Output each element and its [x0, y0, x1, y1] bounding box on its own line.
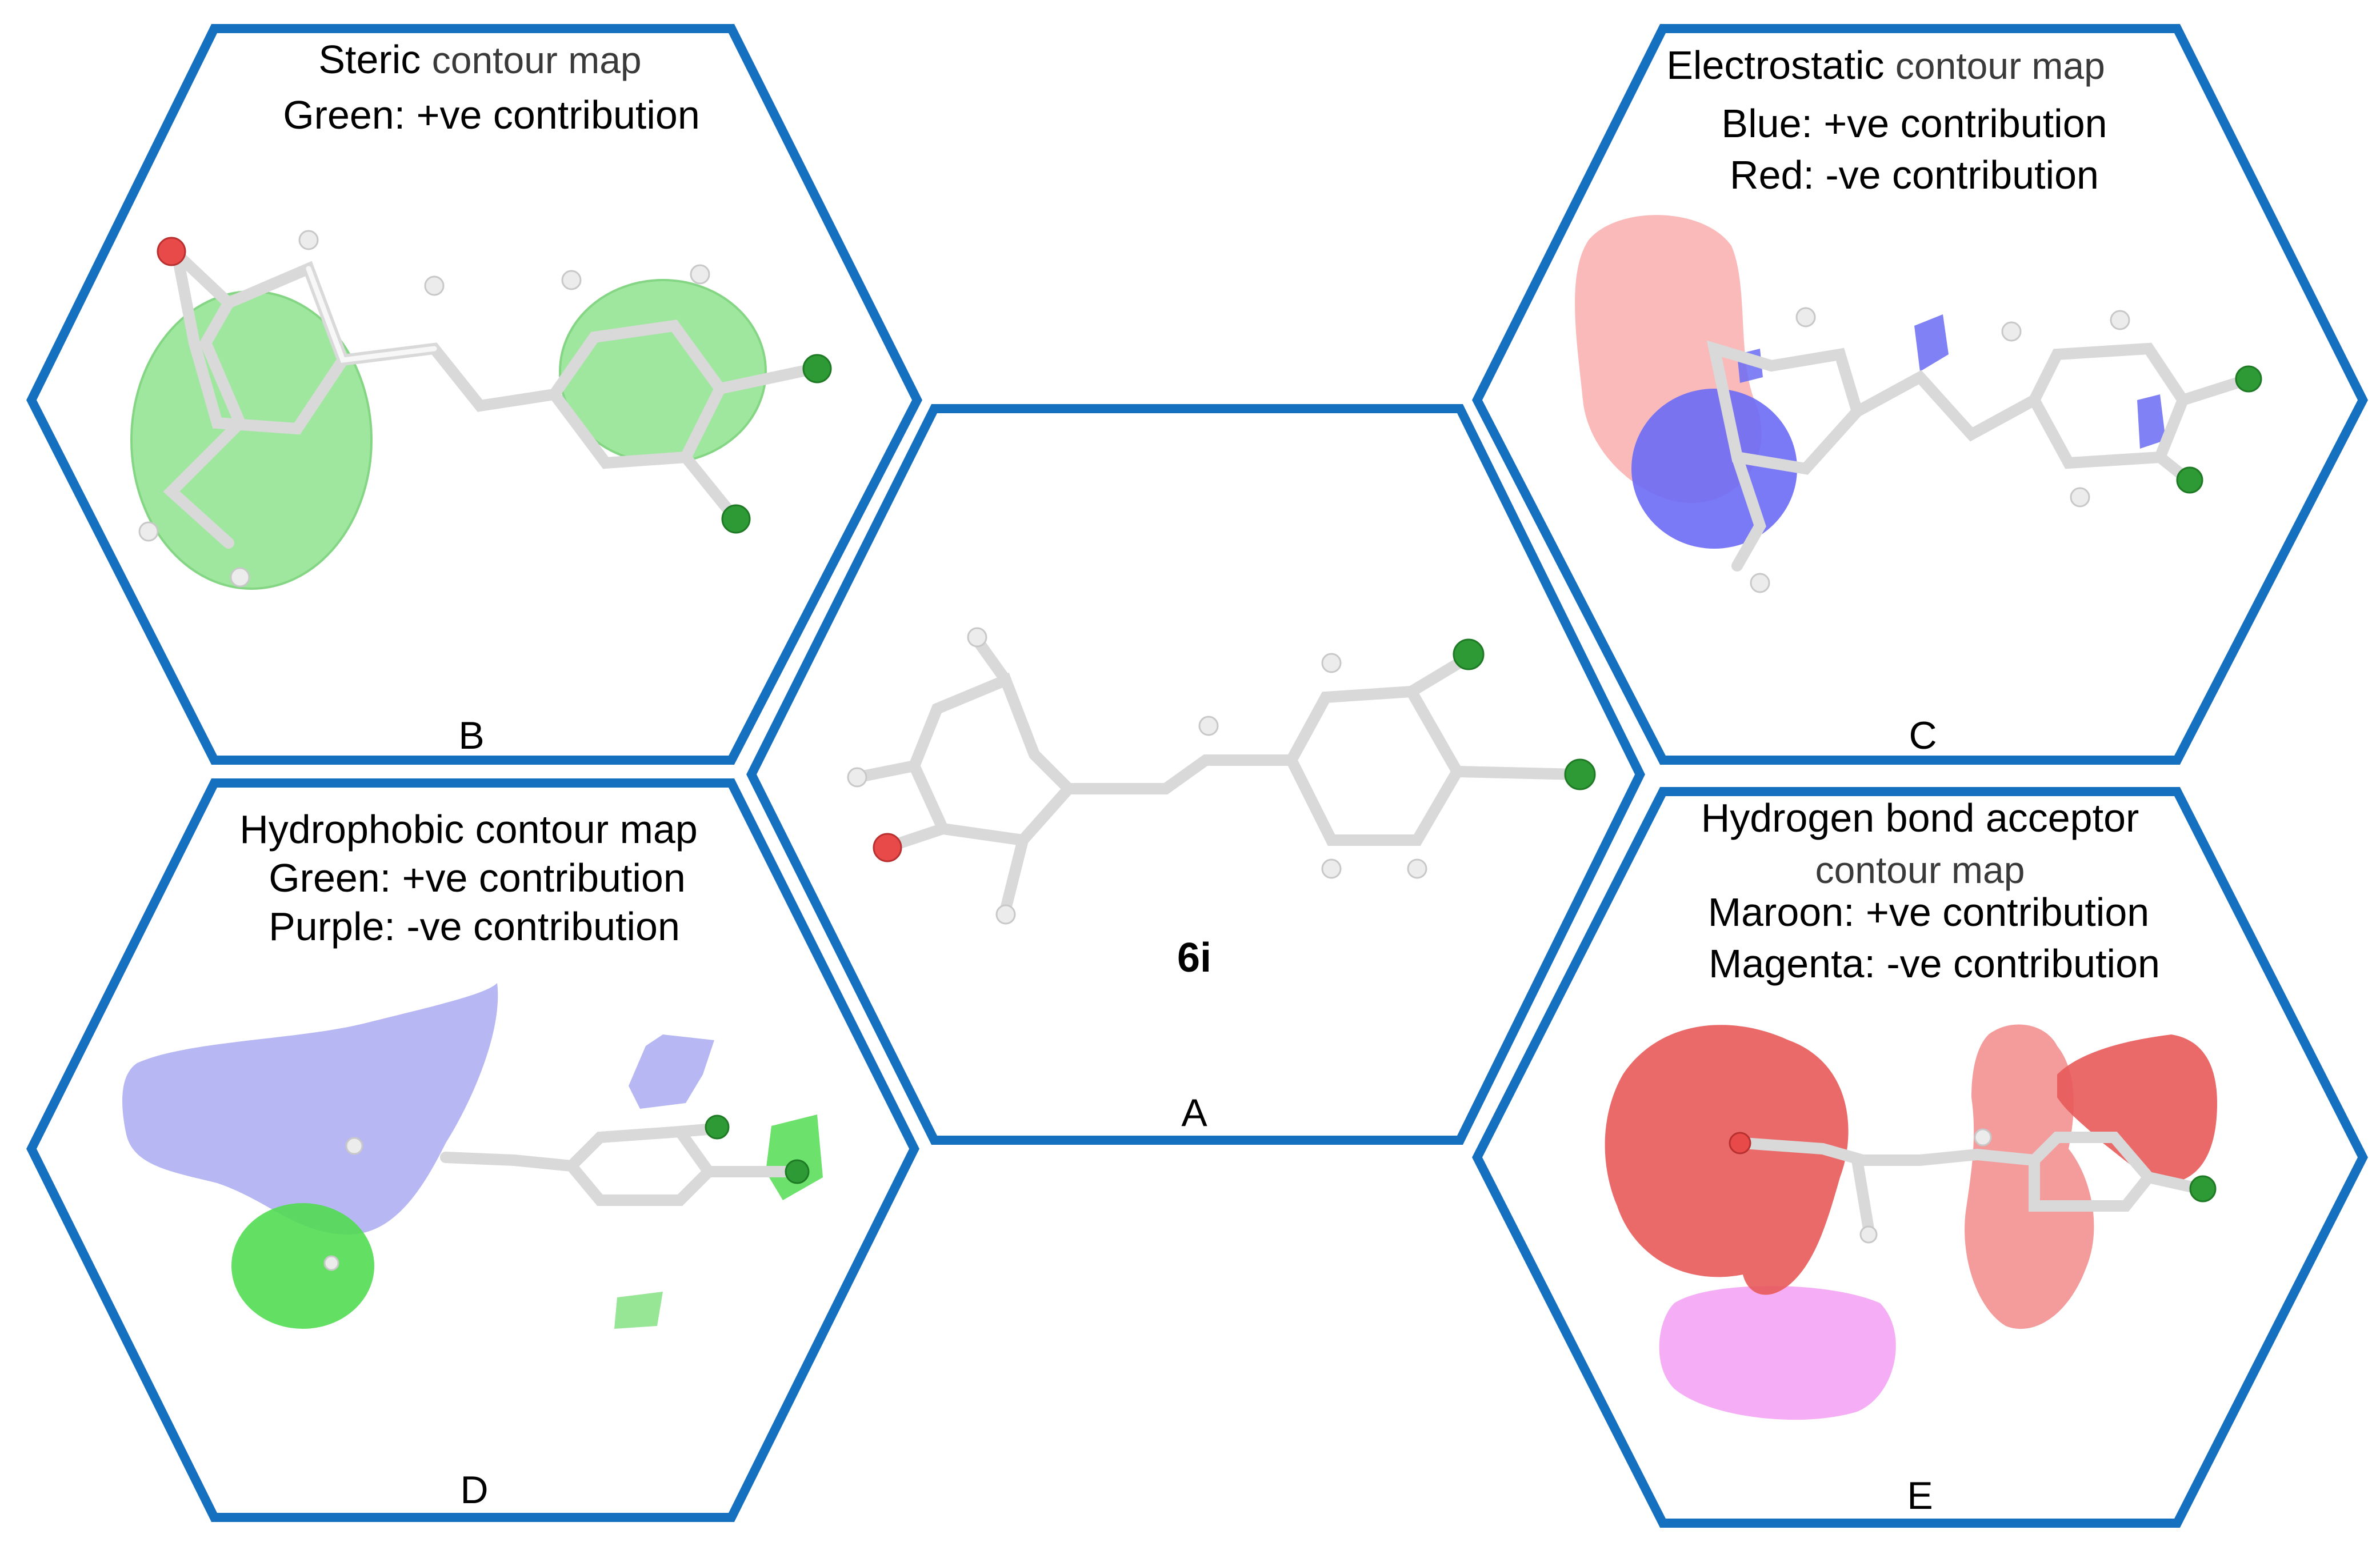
panel-b-border — [26, 24, 922, 765]
panel-d-label: D — [460, 1468, 488, 1512]
compound-label: 6i — [1177, 935, 1211, 981]
panel-a-label: A — [1181, 1091, 1207, 1134]
panel-d-legend-green: Green: +ve contribution — [269, 856, 686, 900]
panel-b-title: Steric contour map — [318, 37, 641, 82]
panel-c-legend-blue: Blue: +ve contribution — [1721, 101, 2107, 146]
oxygen-atom — [873, 833, 902, 862]
chlorine-atom — [2235, 365, 2262, 393]
hbond-positive-contour-far-right — [2057, 1034, 2217, 1183]
panel-e-label: E — [1907, 1474, 1933, 1517]
panel-b-legend-green: Green: +ve contribution — [283, 93, 700, 137]
molecule-6i — [847, 627, 1596, 925]
panel-c-border — [1472, 24, 2368, 765]
panel-e-title: Hydrogen bond acceptor — [1701, 796, 2139, 840]
chlorine-atom — [802, 354, 832, 383]
panel-d-hydrophobic: Hydrophobic contour map Green: +ve contr… — [26, 778, 919, 1522]
panel-d-title: Hydrophobic contour map — [239, 807, 698, 852]
panel-c-title: Electrostatic contour map — [1666, 43, 2105, 87]
electrostatic-positive-contour-small — [2137, 394, 2166, 449]
panel-d-border — [26, 778, 919, 1522]
panel-e-legend-maroon: Maroon: +ve contribution — [1708, 890, 2149, 934]
oxygen-atom — [1729, 1132, 1751, 1154]
panel-d-molecule — [323, 1114, 810, 1271]
hbond-positive-contour-large — [1605, 1025, 1849, 1295]
panel-b-label: B — [458, 714, 484, 757]
panel-e-hbond-acceptor: Hydrogen bond acceptor contour map Maroo… — [1472, 787, 2368, 1528]
panel-b-molecule — [138, 230, 832, 588]
chlorine-atom — [2176, 466, 2203, 494]
oxygen-atom — [157, 237, 186, 266]
panel-e-legend-magenta: Magenta: -ve contribution — [1709, 941, 2160, 986]
chlorine-atom — [1564, 758, 1596, 790]
panel-a-molecule: 6i A — [746, 404, 1645, 1145]
panel-b-steric: Steric contour map Green: +ve contributi… — [26, 24, 922, 765]
panel-e-molecule — [1729, 1128, 2217, 1244]
chlorine-atom — [2189, 1175, 2217, 1203]
panel-c-electrostatic: Electrostatic contour map Blue: +ve cont… — [1472, 24, 2368, 765]
panel-d-legend-purple: Purple: -ve contribution — [269, 904, 680, 949]
hydrophobic-positive-contour-small — [614, 1292, 663, 1329]
electrostatic-positive-contour-small — [1914, 314, 1949, 371]
hydrophobic-positive-contour-small — [766, 1114, 823, 1200]
chlorine-atom — [1453, 638, 1485, 670]
panel-c-legend-red: Red: -ve contribution — [1730, 153, 2099, 197]
panel-c-label: C — [1909, 714, 1937, 757]
panel-e-title-sub: contour map — [1815, 849, 2025, 891]
hydrophobic-negative-contour-small — [629, 1034, 714, 1109]
panel-e-border — [1472, 787, 2368, 1528]
hbond-negative-contour — [1659, 1286, 1896, 1420]
hydrophobic-positive-contour — [231, 1203, 374, 1329]
panel-a-border — [746, 404, 1645, 1145]
chlorine-atom — [721, 504, 751, 534]
panel-c-molecule — [1706, 307, 2262, 593]
chlorine-atom — [705, 1114, 730, 1140]
hydrophobic-negative-contour — [122, 983, 498, 1235]
chlorine-atom — [785, 1159, 810, 1184]
